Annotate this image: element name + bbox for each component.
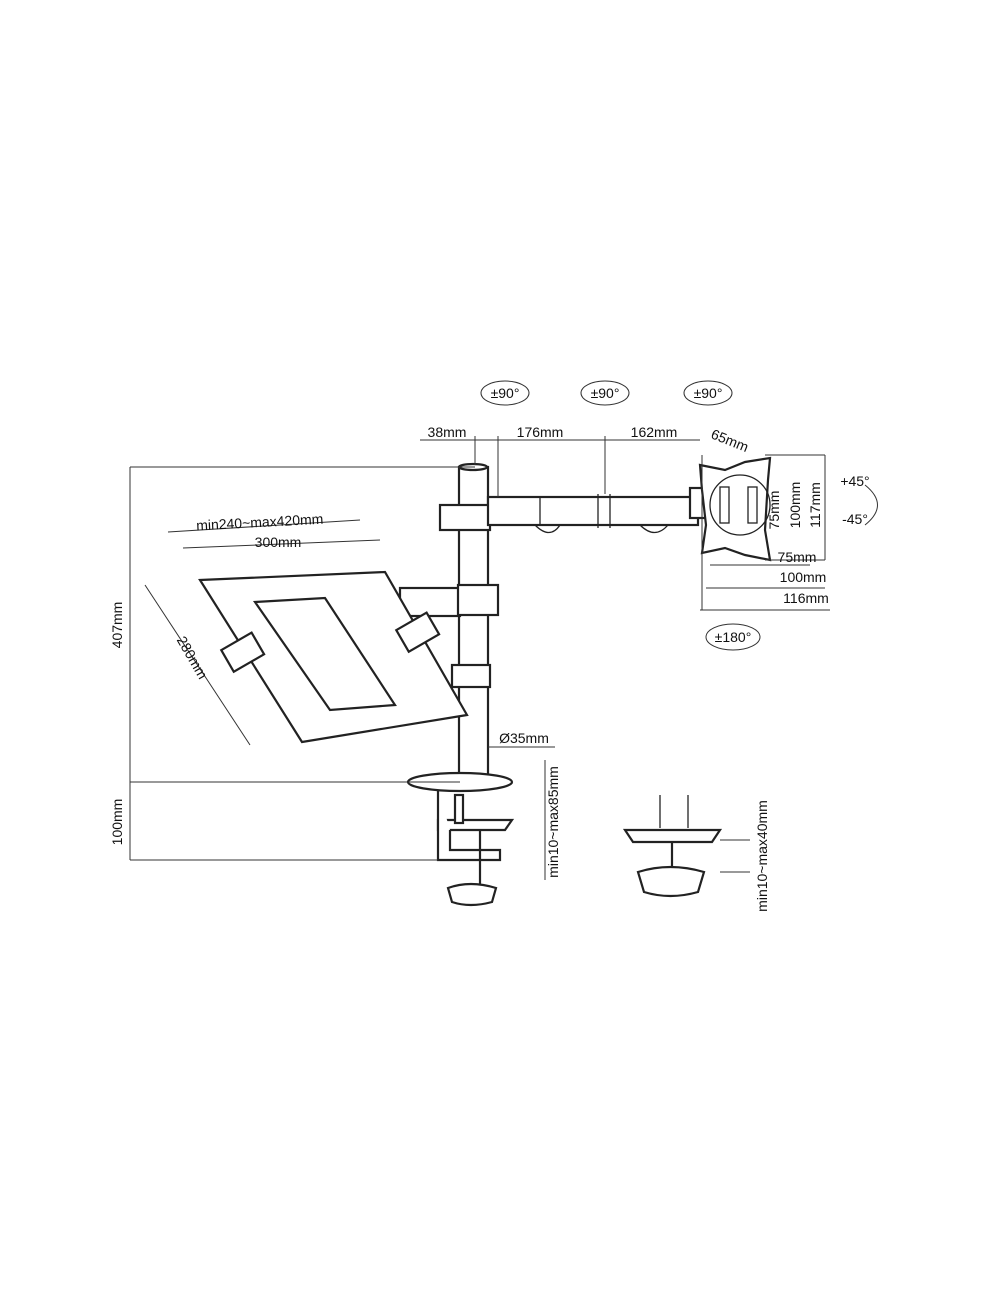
dimension-lines (129, 436, 878, 880)
rotation-label-arm3: ±90° (694, 385, 723, 401)
dim-38: 38mm (428, 424, 467, 440)
rotation-label-arm2: ±90° (591, 385, 620, 401)
vesa-v100: 100mm (787, 482, 803, 529)
height-407: 407mm (109, 602, 125, 649)
rotation-label-arm1: ±90° (491, 385, 520, 401)
tilt-up: +45° (840, 473, 869, 489)
pole-diameter: Ø35mm (499, 730, 549, 746)
vesa-v117: 117mm (807, 482, 823, 528)
rotation-badges (480, 380, 761, 651)
tilt-down: -45° (842, 511, 868, 527)
monitor-arm (438, 486, 710, 534)
clamp-range: min10~max85mm (545, 766, 561, 878)
clamp-100: 100mm (109, 799, 125, 846)
grommet-range: min10~max40mm (754, 800, 770, 912)
tray-depth: 280mm (174, 633, 211, 681)
pole-collar (450, 663, 492, 689)
vesa-h116: 116mm (783, 590, 829, 606)
grommet-base (622, 795, 723, 898)
vesa-v75: 75mm (766, 491, 782, 530)
tray-width-300: 300mm (255, 534, 302, 550)
dim-176: 176mm (517, 424, 564, 440)
laptop-arm (198, 570, 500, 744)
tray-width-range: min240~max420mm (196, 511, 324, 534)
vesa-h75: 75mm (778, 549, 817, 565)
vesa-h100: 100mm (780, 569, 827, 585)
desk-clamp (406, 771, 515, 907)
dim-162: 162mm (631, 424, 678, 440)
vesa-plate (698, 456, 772, 562)
rotation-180: ±180° (715, 629, 752, 645)
dim-65: 65mm (709, 426, 751, 455)
